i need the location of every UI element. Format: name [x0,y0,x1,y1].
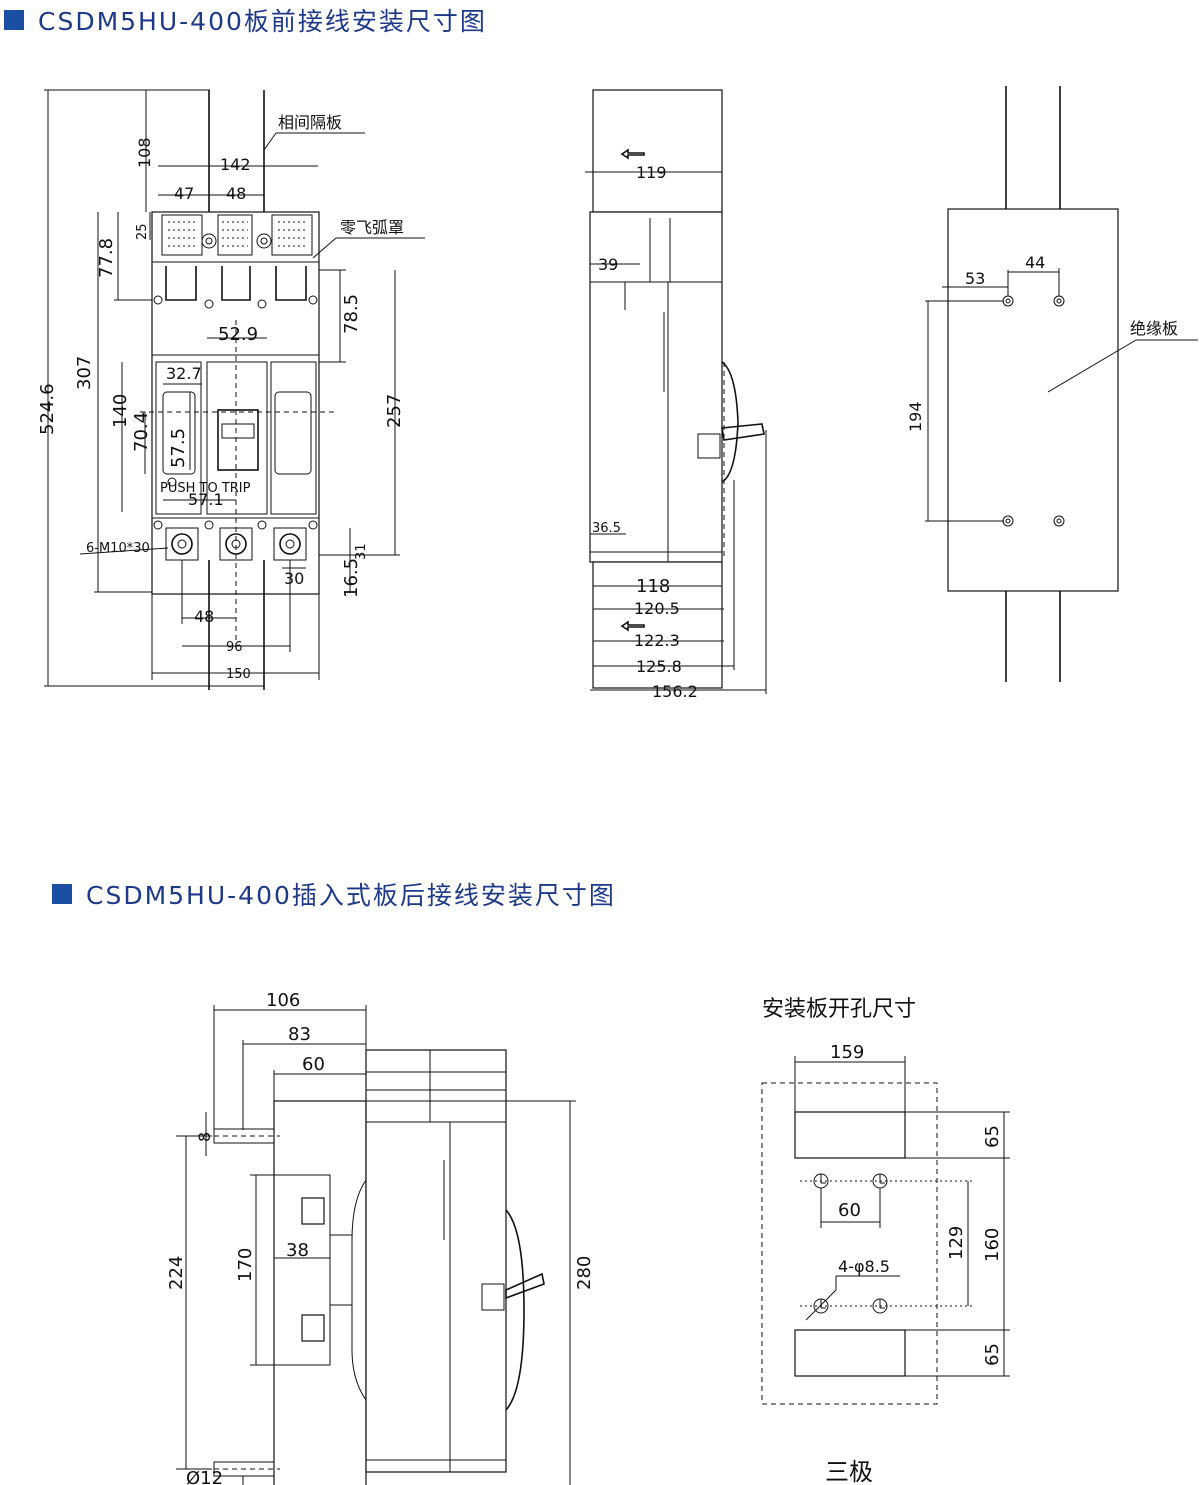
dim-150: 150 [226,667,251,682]
insulating-board-callout: 绝缘板 [1130,319,1178,338]
dim-38: 38 [286,1240,309,1261]
vent-slots [161,214,313,256]
operating-handle-side [505,1272,545,1300]
dim-65-top: 65 [982,1125,1003,1148]
dim-57-1: 57.1 [188,490,224,509]
title-marker-icon [52,884,72,904]
dim-12: Ø12 [186,1468,223,1485]
dim-159: 159 [830,1042,864,1063]
dim-160: 160 [982,1228,1003,1262]
phase-separator-callout: 相间隔板 [278,113,342,132]
dim-108: 108 [135,137,154,168]
dim-280: 280 [574,1256,595,1290]
dim-32-7: 32.7 [166,364,202,383]
section1-title-text: CSDM5HU-400板前接线安装尺寸图 [38,7,487,36]
screw-spec: 6-M10*30 [86,541,150,556]
arrow-left-icon [620,620,645,632]
dim-194: 194 [906,401,925,432]
dim-125-8: 125.8 [636,657,682,676]
dim-48-top: 48 [226,184,246,203]
panel-cutout-title: 安装板开孔尺寸 [762,997,916,1022]
dim-524-6: 524.6 [37,383,58,435]
plugin-side-view: 106 83 60 8 224 170 38 280 Ø12 [166,990,595,1485]
mounting-plate-outline [761,1082,938,1405]
dim-52-9: 52.9 [218,324,258,345]
dim-170: 170 [235,1248,256,1282]
dim-78-5: 78.5 [341,294,362,334]
push-to-trip-label: PUSH TO TRIP [160,481,251,496]
dim-224: 224 [166,1256,187,1290]
insulating-board-outline [947,208,1119,592]
dim-30: 30 [284,569,304,588]
dim-60-cutout: 60 [838,1200,861,1221]
dim-60: 60 [302,1054,325,1075]
dim-25: 25 [135,223,150,240]
dim-307: 307 [74,356,95,390]
handle-base [505,1209,525,1411]
dim-119: 119 [636,163,667,182]
dim-142: 142 [220,155,251,174]
back-plate-view: 绝缘板 53 44 194 [906,86,1198,682]
dim-holes: 4-φ8.5 [838,1257,890,1276]
dim-65-bottom: 65 [982,1343,1003,1366]
dim-140: 140 [110,394,131,428]
section1-title: CSDM5HU-400板前接线安装尺寸图 [4,2,487,38]
dim-96: 96 [226,640,243,655]
dim-8: 8 [195,1132,214,1142]
dim-16-5: 16.5 [341,558,362,598]
handle-base [721,361,739,483]
operating-handle [217,409,259,471]
arc-cover-callout: 零飞弧罩 [340,218,404,237]
side-view: 119 39 36.5 118 120.5 122.3 125.8 156.2 [585,89,767,701]
dim-129: 129 [946,1226,967,1260]
dim-70-4: 70.4 [131,412,152,452]
operating-handle-side [721,423,765,441]
dim-156-2: 156.2 [652,682,698,701]
dim-122-3: 122.3 [634,631,680,650]
top-terminal-c [275,266,307,301]
dim-120-5: 120.5 [634,599,680,618]
front-view: PUSH TO TRIP [37,89,425,690]
section2-title: CSDM5HU-400插入式板后接线安装尺寸图 [52,876,616,912]
title-marker-icon [4,10,24,30]
dim-257: 257 [384,394,405,428]
dim-36-5: 36.5 [592,521,621,536]
bottom-terminals [153,520,318,561]
dim-48-bottom: 48 [194,607,214,626]
top-terminal-a [165,266,197,301]
dim-106: 106 [266,990,300,1011]
section2-title-text: CSDM5HU-400插入式板后接线安装尺寸图 [86,881,616,910]
dim-47: 47 [174,184,194,203]
dim-53: 53 [965,269,985,288]
panel-cutout: 安装板开孔尺寸 159 65 60 129 160 4-φ8.5 65 三极 [761,997,1010,1485]
dim-77-8: 77.8 [96,238,117,278]
dim-31: 31 [354,543,369,560]
pole-caption: 三极 [825,1458,873,1485]
dim-44: 44 [1025,253,1045,272]
dim-39: 39 [598,255,618,274]
dim-118: 118 [636,576,670,597]
dim-83: 83 [288,1024,311,1045]
dim-57-5: 57.5 [168,428,189,468]
top-terminal-b [221,266,251,301]
arrow-left-icon [620,148,645,160]
